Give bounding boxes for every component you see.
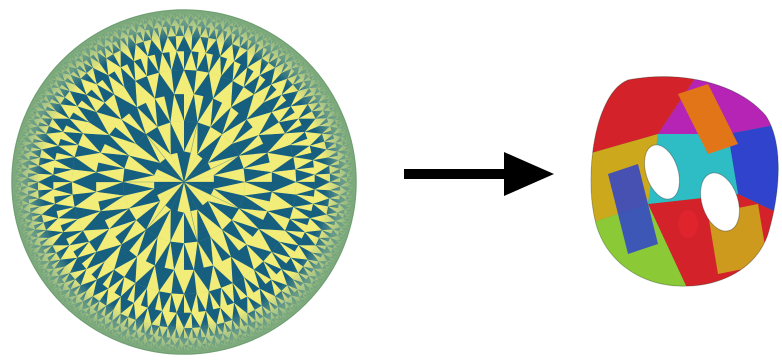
hyperbolic-disk xyxy=(8,6,360,358)
hyperbolic-tiling-icon xyxy=(8,6,360,358)
right-arrow-icon xyxy=(404,152,554,196)
genus-surface-icon xyxy=(588,74,780,290)
surface-3d xyxy=(588,74,780,290)
mapping-arrow xyxy=(404,152,554,196)
